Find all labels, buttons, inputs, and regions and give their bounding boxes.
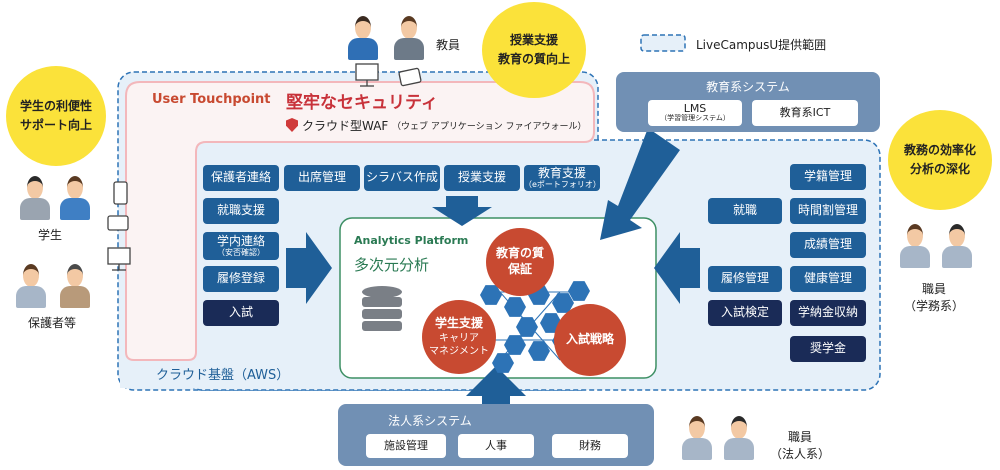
user-touchpoint-frame xyxy=(125,81,595,361)
student-label: 学生 xyxy=(38,228,63,242)
hex-icon xyxy=(568,281,590,301)
staff-corp-label: 職員 （法人系） xyxy=(770,430,831,461)
waf-label: クラウド型WAF xyxy=(302,119,389,133)
guardian-male-icon xyxy=(58,262,92,310)
edu-system-panel: 教育系システム LMS（学習管理システム） 教育系ICT xyxy=(616,72,880,132)
circle-edu-quality: 教育の質 保証 xyxy=(486,228,554,296)
analytics-title: Analytics Platform xyxy=(354,234,469,247)
edu-system-title: 教育系システム xyxy=(706,80,790,94)
btn-guardian-contact[interactable]: 保護者連絡 xyxy=(203,165,279,191)
btn-class-support[interactable]: 授業支援 xyxy=(444,165,520,191)
student-male-icon xyxy=(18,174,52,222)
btn-grades[interactable]: 成績管理 xyxy=(790,232,866,258)
btn-finance[interactable]: 財務 xyxy=(552,434,628,458)
cloud-label: クラウド基盤（AWS） xyxy=(156,368,290,383)
staff-male-icon xyxy=(940,222,974,270)
btn-admission[interactable]: 入試 xyxy=(203,300,279,326)
hex-icon xyxy=(480,285,502,305)
btn-exam-check[interactable]: 入試検定 xyxy=(708,300,782,326)
btn-student-records[interactable]: 学籍管理 xyxy=(790,164,866,190)
btn-employment[interactable]: 就職 xyxy=(708,198,782,224)
btn-hr[interactable]: 人事 xyxy=(458,434,534,458)
teacher-female-icon xyxy=(392,14,426,62)
btn-timetable[interactable]: 時間割管理 xyxy=(790,198,866,224)
corp-system-panel: 法人系システム 施設管理 人事 財務 xyxy=(338,404,654,466)
guardian-female-icon xyxy=(14,262,48,310)
corp-staff-male-icon xyxy=(722,414,756,462)
device-icons xyxy=(107,63,422,271)
btn-syllabus[interactable]: シラバス作成 xyxy=(364,165,440,191)
arrow-top xyxy=(432,196,492,226)
btn-course-registration[interactable]: 履修登録 xyxy=(203,266,279,292)
arrow-bottom xyxy=(466,366,526,430)
analytics-subtitle: 多次元分析 xyxy=(354,256,430,274)
guardian-label: 保護者等 xyxy=(28,316,77,330)
staff-female-icon xyxy=(898,222,932,270)
legend-swatch xyxy=(640,34,686,52)
student-female-icon xyxy=(58,174,92,222)
waf-note: （ウェブ アプリケーション ファイアウォール） xyxy=(392,122,587,132)
teacher-male-icon xyxy=(346,14,380,62)
corp-staff-female-icon xyxy=(680,414,714,462)
shield-icon xyxy=(286,118,298,132)
security-title: 堅牢なセキュリティ xyxy=(286,93,438,113)
hex-icon xyxy=(516,317,538,337)
corp-system-title: 法人系システム xyxy=(388,414,472,428)
btn-scholarship[interactable]: 奨学金 xyxy=(790,336,866,362)
btn-edu-ict[interactable]: 教育系ICT xyxy=(752,100,858,126)
btn-attendance[interactable]: 出席管理 xyxy=(284,165,360,191)
arrow-diagonal xyxy=(600,128,680,240)
bubble-staff: 教務の効率化 分析の深化 xyxy=(888,110,992,210)
user-touchpoint-title: User Touchpoint xyxy=(152,92,271,107)
hex-icon xyxy=(504,297,526,317)
bubble-teacher: 授業支援 教育の質向上 xyxy=(482,2,586,98)
circle-exam-strategy: 入試戦略 xyxy=(554,304,626,376)
arrow-left xyxy=(286,232,332,304)
btn-health[interactable]: 健康管理 xyxy=(790,266,866,292)
btn-edu-support[interactable]: 教育支援（eポートフォリオ） xyxy=(524,165,601,191)
btn-facility[interactable]: 施設管理 xyxy=(366,434,446,458)
database-icon xyxy=(362,286,402,331)
hex-icon xyxy=(504,335,526,355)
teacher-label: 教員 xyxy=(436,38,461,52)
hex-icon xyxy=(552,293,574,313)
arrow-right xyxy=(654,232,700,304)
btn-campus-contact[interactable]: 学内連絡（安否確認） xyxy=(203,232,279,260)
staff-affairs-label: 職員 （学務系） xyxy=(904,282,965,313)
hex-icon xyxy=(528,341,550,361)
btn-job-support[interactable]: 就職支援 xyxy=(203,198,279,224)
hex-icon xyxy=(492,353,514,373)
btn-lms[interactable]: LMS（学習管理システム） xyxy=(648,100,742,126)
circle-student-support: 学生支援 キャリア マネジメント xyxy=(422,300,496,374)
btn-tuition[interactable]: 学納金収納 xyxy=(790,300,866,326)
bubble-student: 学生の利便性 サポート向上 xyxy=(6,66,106,166)
btn-course-management[interactable]: 履修管理 xyxy=(708,266,782,292)
legend-label: LiveCampusU提供範囲 xyxy=(696,38,827,52)
